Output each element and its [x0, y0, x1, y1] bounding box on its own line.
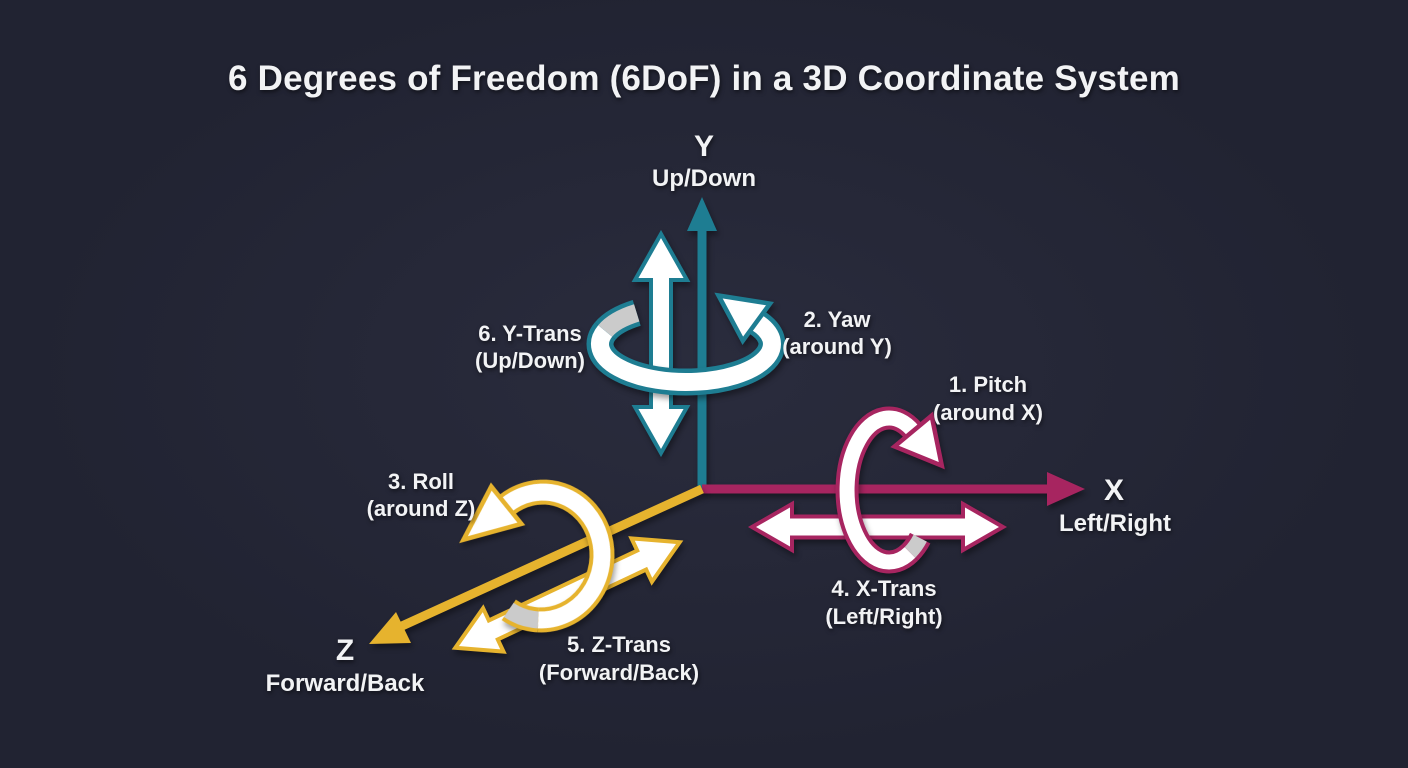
roll-arrowhead-icon [459, 482, 526, 544]
y-axis-letter: Y [694, 130, 714, 163]
roll-ribbon-band [501, 483, 611, 629]
z-axis-arrowhead-icon [369, 612, 411, 644]
z-trans-label-line2: (Forward/Back) [539, 660, 699, 685]
pitch-label-line1: 1. Pitch [949, 372, 1027, 397]
roll-label-line1: 3. Roll [388, 469, 454, 494]
yaw-label-line1: 2. Yaw [804, 307, 872, 332]
z-axis-arrow [369, 484, 704, 644]
y-axis-arrow [687, 197, 717, 489]
y-trans-label-line2: (Up/Down) [475, 348, 585, 373]
roll-rotation-arrow [459, 479, 615, 633]
yaw-rotation-arrow [586, 292, 786, 396]
pitch-ribbon-tail [904, 534, 927, 558]
z-axis-line [400, 484, 704, 631]
x-axis-arrowhead-icon [1047, 472, 1085, 506]
pitch-rotation-arrow [835, 406, 945, 574]
z-trans-label-line1: 5. Z-Trans [567, 632, 671, 657]
yaw-label-line2: (around Y) [782, 334, 892, 359]
yaw-arrowhead-icon [714, 292, 774, 346]
x-trans-label-line1: 4. X-Trans [831, 576, 936, 601]
y-axis-arrowhead-icon [687, 197, 717, 231]
pitch-label-line2: (around X) [933, 400, 1043, 425]
yaw-ribbon-band [591, 314, 781, 391]
z-axis-letter: Z [336, 634, 354, 667]
x-axis-sublabel: Left/Right [1059, 510, 1171, 537]
yaw-ribbon-tail [598, 304, 640, 338]
x-translation-arrow [747, 500, 1008, 554]
x-translation-double-arrow-icon [747, 500, 1008, 554]
x-axis-letter: X [1104, 474, 1124, 507]
y-axis-sublabel: Up/Down [652, 165, 756, 192]
diagram-title: 6 Degrees of Freedom (6DoF) in a 3D Coor… [228, 59, 1180, 98]
roll-label-line2: (around Z) [367, 496, 476, 521]
x-axis-arrow [702, 472, 1085, 506]
y-trans-label-line1: 6. Y-Trans [478, 321, 582, 346]
y-translation-arrow [631, 229, 691, 458]
roll-ribbon-tail [503, 602, 540, 629]
z-axis-sublabel: Forward/Back [266, 670, 425, 697]
x-trans-label-line2: (Left/Right) [825, 604, 942, 629]
y-translation-double-arrow-icon [631, 229, 691, 458]
pitch-ribbon-band [839, 410, 919, 570]
pitch-arrowhead-icon [890, 411, 945, 470]
diagram-text-layer: 6 Degrees of Freedom (6DoF) in a 3D Coor… [228, 59, 1180, 697]
